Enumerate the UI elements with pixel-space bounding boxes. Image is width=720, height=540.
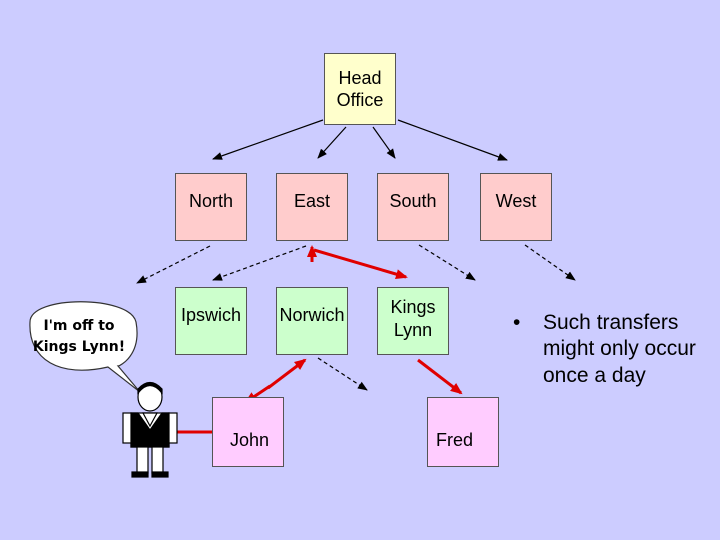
speech-bubble-text: I'm off to Kings Lynn! <box>32 318 126 355</box>
node-fred: Fred <box>427 397 499 467</box>
arrow-head-to-east <box>317 126 347 159</box>
transfer-arrow-kings-lynn-to-fred <box>417 358 463 395</box>
dashed-arrow-south-right <box>418 244 476 281</box>
node-south-label: South <box>389 191 437 211</box>
arrow-head-to-north <box>212 119 324 160</box>
node-west-label: West <box>495 191 537 211</box>
node-west: West <box>480 173 552 241</box>
node-east-label: East <box>293 191 331 211</box>
transfer-arrow-east-to-kings-lynn <box>313 248 408 279</box>
node-john-label: John <box>229 429 269 450</box>
node-south: South <box>377 173 449 241</box>
node-norwich: Norwich <box>276 287 348 355</box>
dashed-arrow-norwich-down <box>317 357 368 391</box>
bullet-marker: • <box>513 311 521 334</box>
dashed-arrow-north-left <box>136 245 211 284</box>
node-head-office: Head Office <box>324 53 396 125</box>
dashed-arrow-east-to-ipswich <box>212 245 307 281</box>
node-east: East <box>276 173 348 241</box>
node-north: North <box>175 173 247 241</box>
node-fred-label: Fred <box>436 429 474 450</box>
node-norwich-label: Norwich <box>279 305 345 325</box>
node-ipswich: Ipswich <box>175 287 247 355</box>
node-john: John <box>212 397 284 467</box>
bullet-text: Such transfers might only occur once a d… <box>543 311 696 387</box>
node-ipswich-label: Ipswich <box>180 305 242 325</box>
speech-bubble-shape <box>29 301 141 393</box>
node-north-label: North <box>188 191 233 211</box>
dashed-arrow-west-right <box>524 244 576 281</box>
node-head-office-label: Head Office <box>336 67 384 111</box>
node-kings-lynn-label: Kings Lynn <box>390 297 436 340</box>
node-kings-lynn: Kings Lynn <box>377 287 449 355</box>
arrow-head-to-south <box>372 126 396 159</box>
transfer-arrow-john-to-norwich <box>267 358 307 390</box>
person-figure <box>122 381 178 478</box>
arrow-head-to-west <box>397 119 508 161</box>
